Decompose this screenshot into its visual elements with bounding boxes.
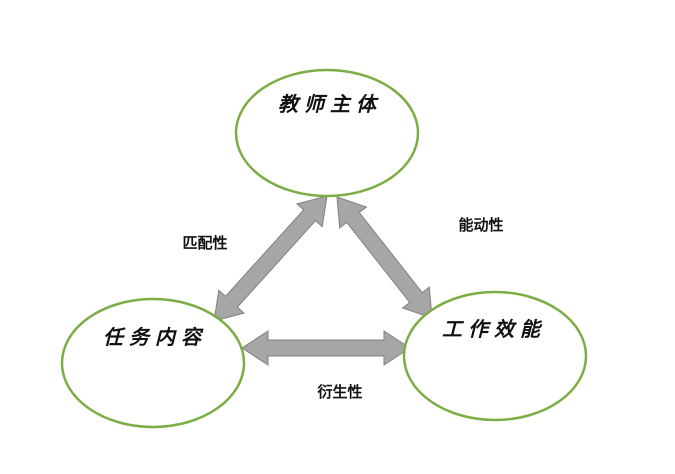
node-efficacy-label: 工作效能	[442, 317, 546, 341]
edge-label-task-efficacy: 衍生性	[316, 383, 362, 401]
node-task-ellipse	[60, 297, 246, 429]
node-efficacy-ellipse	[402, 290, 588, 422]
node-teacher-label: 教师主体	[278, 92, 382, 116]
node-task: 任务内容	[60, 297, 246, 429]
node-teacher-ellipse	[234, 68, 420, 198]
node-teacher: 教师主体	[234, 68, 420, 198]
node-task-label: 任务内容	[103, 325, 207, 349]
edge-label-teacher-efficacy: 能动性	[458, 216, 503, 234]
node-efficacy: 工作效能	[402, 290, 588, 422]
arrow-teacher-efficacy	[336, 196, 433, 319]
arrow-task-efficacy	[241, 330, 411, 366]
edge-label-teacher-task: 匹配性	[182, 234, 227, 252]
arrow-teacher-task	[213, 195, 328, 322]
